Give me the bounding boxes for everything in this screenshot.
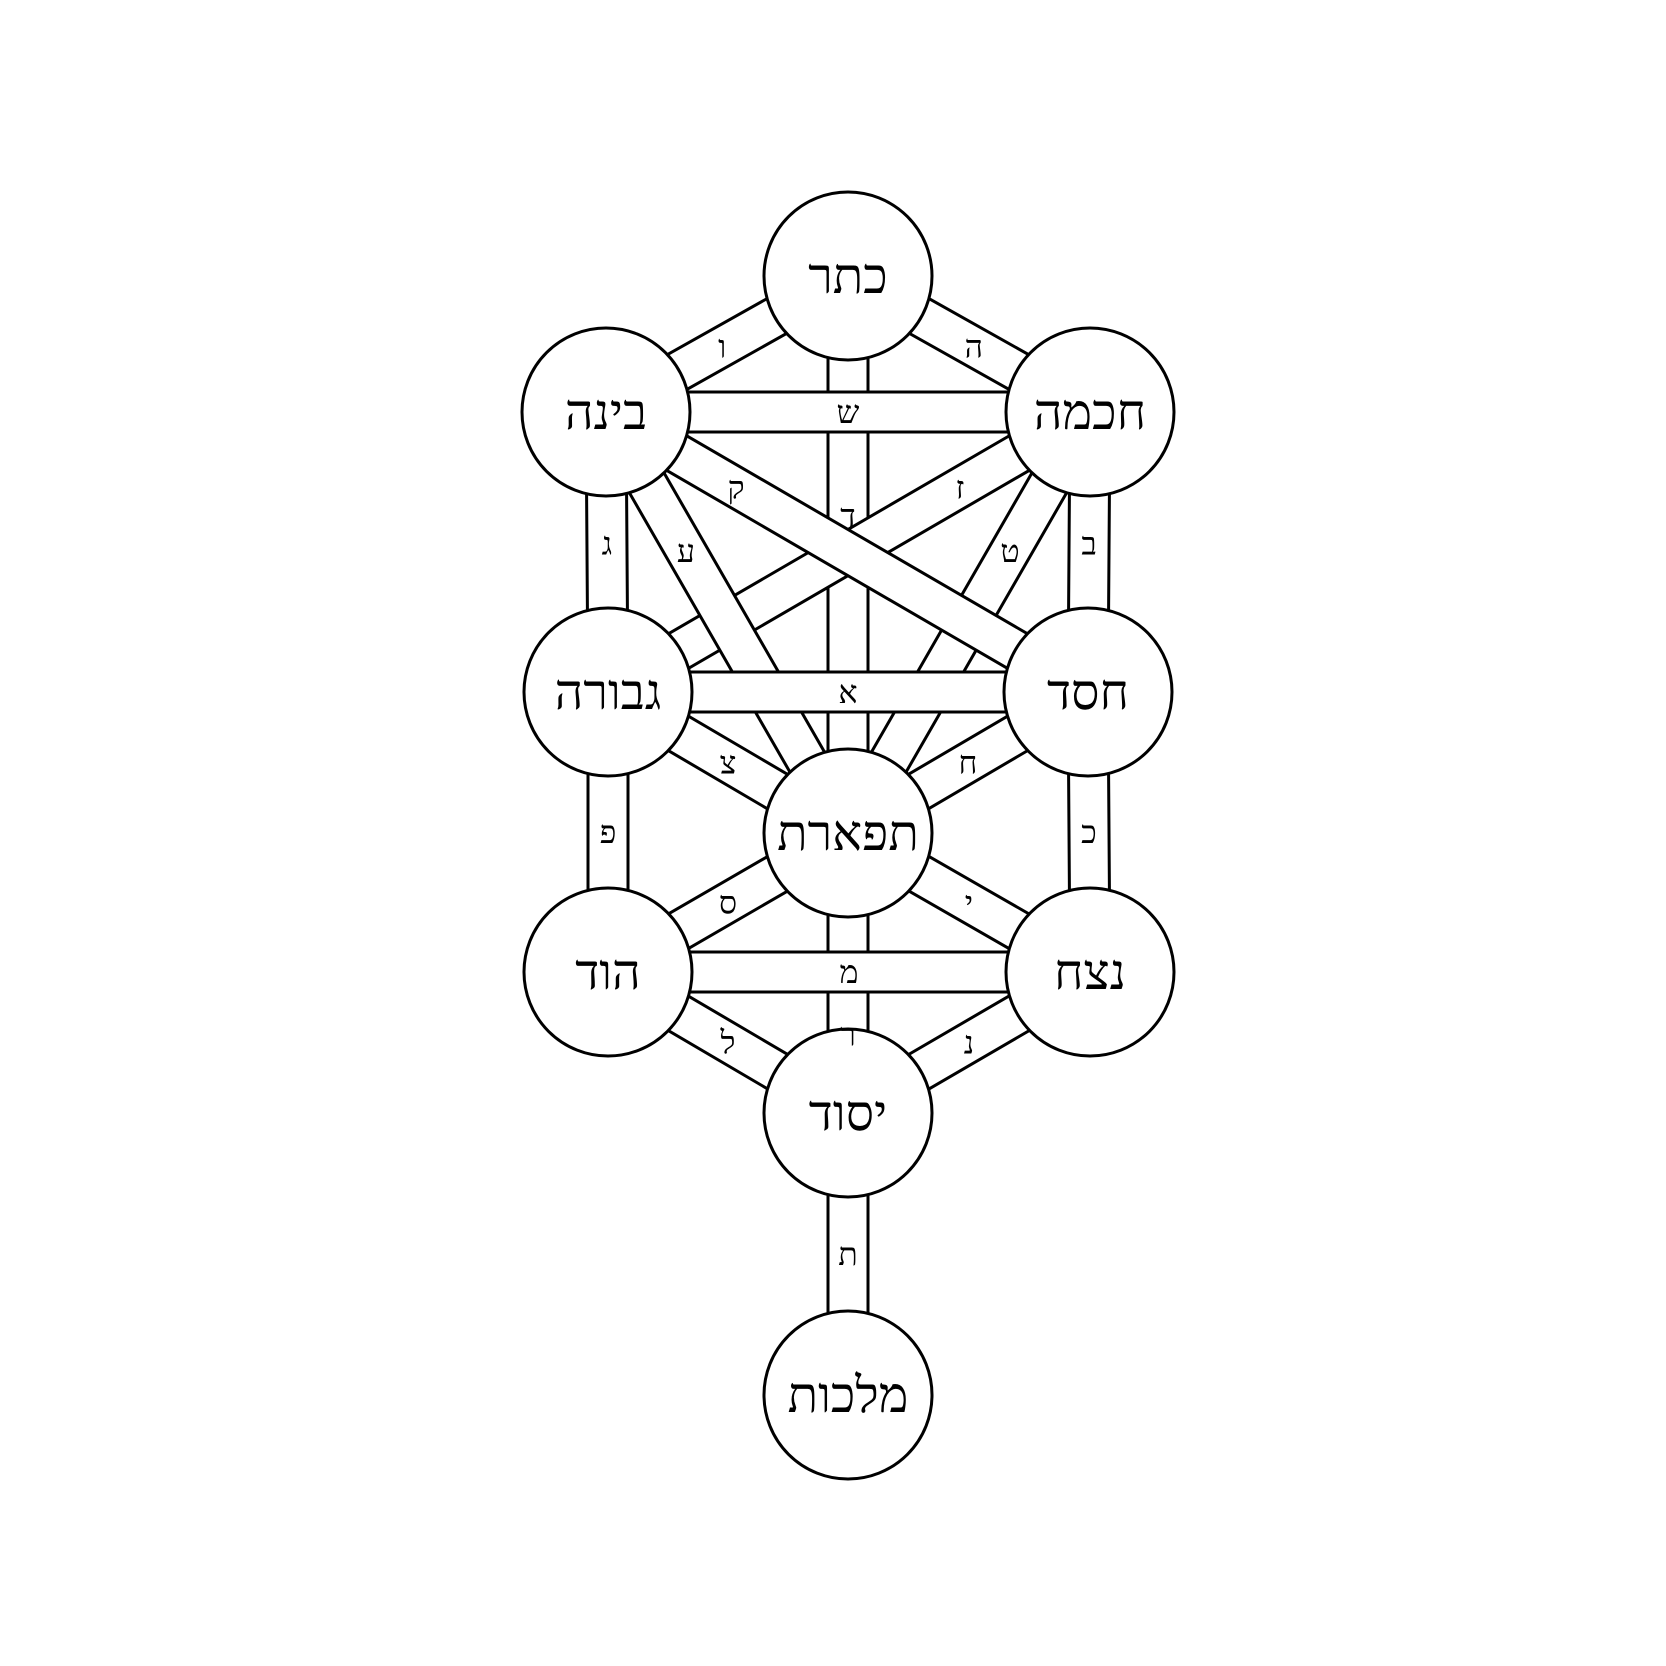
- sephirah-circle-chesed: [1002, 606, 1174, 778]
- sephirah-name-malkuth: מלכות: [788, 1366, 909, 1424]
- path-letter-binah-chesed: ק: [728, 469, 745, 507]
- sephirah-binah: בינה: [520, 326, 692, 498]
- sephirah-circle-hod: [522, 886, 694, 1058]
- path-letter-gevurah-hod: פ: [600, 813, 617, 851]
- sephirah-tiferet: תפארת: [762, 747, 934, 919]
- path-letter-keter-binah: ו: [718, 328, 726, 366]
- sephirah-name-tiferet: תפארת: [777, 804, 919, 862]
- path-letter-chokmah-gevurah: ז: [955, 469, 964, 507]
- sephirah-keter: כתר: [762, 190, 934, 362]
- path-letter-tiferet-yesod: ר: [840, 1016, 856, 1054]
- sephirah-chokmah: חכמה: [1004, 326, 1176, 498]
- sephirah-yesod: יסוד: [762, 1027, 934, 1199]
- path-letter-chokmah-binah: ש: [837, 393, 860, 431]
- path-letter-binah-gevurah: ג: [602, 525, 613, 563]
- sephirah-name-chokmah: חכמה: [1034, 383, 1146, 441]
- path-letter-tiferet-netzach: י: [965, 884, 973, 922]
- path-letter-hod-yesod: ל: [720, 1024, 736, 1062]
- path-letter-chokmah-chesed: ב: [1081, 525, 1096, 563]
- path-letter-yesod-malkuth: ת: [838, 1235, 858, 1273]
- path-letter-chesed-tiferet: ח: [959, 744, 978, 782]
- path-letter-keter-chokmah: ה: [965, 328, 983, 366]
- sephirah-name-chesed: חסד: [1047, 663, 1129, 721]
- sephirah-chesed: חסד: [1002, 606, 1174, 778]
- sephirah-gevurah: גבורה: [522, 606, 694, 778]
- sephirah-circle-tiferet: [762, 747, 934, 919]
- path-letter-chesed-netzach: כ: [1081, 813, 1097, 851]
- sephirah-malkuth: מלכות: [762, 1309, 934, 1481]
- sephirah-name-keter: כתר: [808, 247, 888, 305]
- sephirah-circle-gevurah: [522, 606, 694, 778]
- sephirah-name-binah: בינה: [565, 383, 647, 441]
- sephirah-name-yesod: יסוד: [809, 1084, 887, 1142]
- sephirah-circle-yesod: [762, 1027, 934, 1199]
- path-letter-chokmah-tiferet: ט: [1000, 532, 1019, 570]
- path-letter-netzach-yesod: נ: [964, 1024, 974, 1062]
- sephirah-name-hod: הוד: [575, 943, 641, 1001]
- path-letter-chesed-gevurah: א: [838, 673, 857, 711]
- sephirah-circle-netzach: [1004, 886, 1176, 1058]
- sephirah-circle-malkuth: [762, 1309, 934, 1481]
- sephirah-circle-binah: [520, 326, 692, 498]
- sephirah-circle-chokmah: [1004, 326, 1176, 498]
- sephirah-hod: הוד: [522, 886, 694, 1058]
- sephirah-name-netzach: נצח: [1054, 943, 1126, 1001]
- sephirah-netzach: נצח: [1004, 886, 1176, 1058]
- sephirah-circle-keter: [762, 190, 934, 362]
- path-letters-layer: ה ו ד ש ב זט ג קע א ח כ צ פ י ס רמ נ ל ת: [600, 328, 1097, 1273]
- path-letter-keter-tiferet: ד: [840, 497, 855, 535]
- path-letter-gevurah-tiferet: צ: [720, 744, 737, 782]
- path-letter-netzach-hod: מ: [840, 953, 859, 991]
- sephirah-name-gevurah: גבורה: [555, 663, 662, 721]
- path-letter-binah-tiferet: ע: [677, 532, 695, 570]
- path-letter-tiferet-hod: ס: [719, 884, 737, 922]
